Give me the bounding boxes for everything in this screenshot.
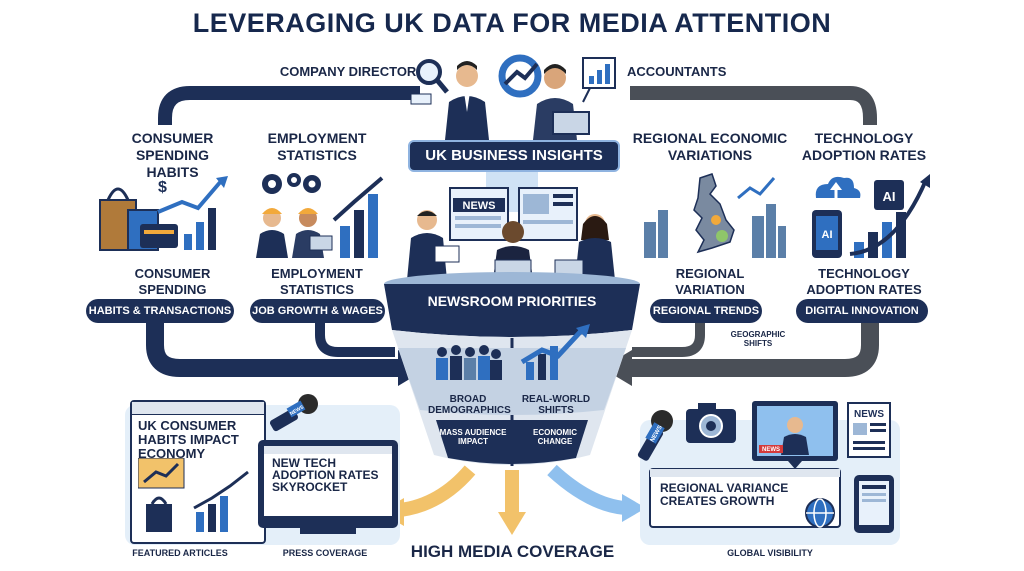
uk-business-insights-pill: UK BUSINESS INSIGHTS [408, 140, 620, 172]
employment-subtitle: EMPLOYMENT STATISTICS [271, 266, 363, 297]
ai-phone-label: AI [822, 229, 833, 241]
newsroom-priorities-label: NEWSROOM PRIORITIES [427, 293, 597, 309]
phone-icon: AI [812, 210, 842, 258]
newspaper-news-label: NEWS [854, 409, 884, 420]
growth-circle-icon [498, 54, 542, 98]
page-title: LEVERAGING UK DATA FOR MEDIA ATTENTION [192, 8, 832, 38]
magnifier-icon [416, 59, 449, 94]
journalist-figure [407, 210, 460, 280]
mass-audience-label: MASS AUDIENCE IMPACT [439, 428, 507, 446]
regional-title: REGIONAL ECONOMIC VARIATIONS [632, 130, 788, 163]
newspaper-icon: NEWS [847, 402, 891, 458]
regional-trends-pill: REGIONAL TRENDS [650, 299, 762, 323]
microphone-icon-right: NEWS [637, 410, 673, 461]
habits-transactions-pill: HABITS & TRANSACTIONS [86, 299, 234, 323]
director-figure [410, 61, 489, 140]
worker-figure [256, 208, 288, 258]
company-directors-label: COMPANY DIRECTORS [279, 64, 425, 79]
tech-growth-icon [849, 174, 930, 258]
arc-top-right [630, 86, 877, 125]
shopping-bag-icon [99, 187, 159, 251]
news-screen-2 [518, 187, 578, 241]
camera-icon [686, 403, 736, 443]
newsroom-scene: NEWS [407, 187, 615, 280]
shopping-chart-illustration: $ [99, 176, 228, 251]
accountants-label: ACCOUNTANTS [627, 64, 727, 79]
crowd-icon [436, 345, 502, 380]
digital-innovation-pill: DIGITAL INNOVATION [796, 299, 928, 323]
ai-chip-icon: AI [874, 180, 904, 210]
news-screen: NEWS [449, 187, 509, 241]
high-media-coverage-label: HIGH MEDIA COVERAGE [410, 542, 615, 561]
global-visibility-label: GLOBAL VISIBILITY [727, 548, 813, 558]
geographic-shifts-label: GEOGRAPHIC SHIFTS [730, 330, 786, 348]
uk-map-illustration [644, 173, 786, 258]
newsroom-funnel [384, 272, 640, 466]
employment-title: EMPLOYMENT STATISTICS [267, 130, 367, 163]
technology-illustration: AI AI [812, 174, 930, 258]
arrow-right-inner [632, 322, 705, 357]
article-left-graphics [138, 458, 249, 532]
chart-board-icon [582, 57, 616, 103]
arrow-left-outer [146, 320, 400, 377]
featured-articles-label: FEATURED ARTICLES [132, 548, 228, 558]
consumer-title: CONSUMER SPENDING HABITS [131, 130, 214, 180]
regional-subtitle: REGIONAL VARIATION [675, 266, 745, 297]
accountant-figure [533, 64, 590, 140]
shopping-bag-icon-small [146, 496, 172, 532]
broad-demographics-label: BROAD DEMOGRAPHICS [428, 394, 511, 416]
trend-up-icon [520, 324, 590, 380]
workers-illustration [256, 173, 384, 258]
microphone-icon: NEWS [269, 394, 318, 432]
technology-subtitle: TECHNOLOGY ADOPTION RATES [806, 266, 922, 297]
arrow-right-outer [630, 320, 879, 377]
arc-top-left [158, 86, 420, 125]
article-right-headline: REGIONAL VARIANCE CREATES GROWTH [660, 481, 789, 508]
reporter-figure [554, 214, 615, 280]
skyline-icon [644, 204, 786, 258]
press-monitor: NEW TECH ADOPTION RATES SKYROCKET [258, 440, 398, 528]
press-coverage-label: PRESS COVERAGE [282, 548, 368, 558]
tv-news-badge: NEWS [762, 447, 780, 453]
technology-title: TECHNOLOGY ADOPTION RATES [801, 130, 927, 163]
credit-card-icon [140, 224, 178, 248]
bar-chart-icon [157, 176, 228, 250]
worker-figure-2 [292, 208, 333, 258]
growth-bars-icon [332, 176, 384, 258]
article-center-headline: NEW TECH ADOPTION RATES SKYROCKET [272, 456, 379, 494]
global-media-illustration: NEWS NEWS NEWS [637, 401, 894, 533]
job-growth-pill: JOB GROWTH & WAGES [250, 299, 385, 323]
article-left-headline: UK CONSUMER HABITS IMPACT ECONOMY [138, 418, 239, 461]
cloud-upload-icon [815, 176, 861, 198]
ai-chip-label: AI [883, 189, 896, 204]
svg-text:$: $ [158, 179, 167, 196]
tv-anchor-icon: NEWS [752, 401, 838, 469]
gear-icon [262, 173, 321, 194]
economic-change-label: ECONOMIC CHANGE [533, 428, 577, 446]
tablet-icon [854, 475, 894, 533]
globe-icon [805, 498, 835, 528]
business-people-illustration [410, 54, 616, 140]
real-world-shifts-label: REAL-WORLD SHIFTS [521, 394, 591, 416]
uk-map-icon [693, 173, 735, 254]
news-screen-label: NEWS [463, 200, 496, 212]
arrow-out-right [547, 464, 626, 515]
arrow-left-inner [315, 322, 395, 357]
arrow-out-left [398, 465, 476, 517]
